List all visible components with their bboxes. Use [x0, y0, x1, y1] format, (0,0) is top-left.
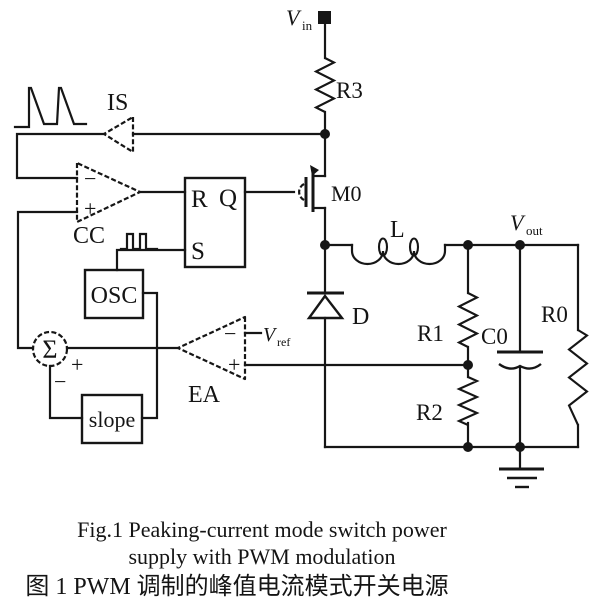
r3-label: R3	[336, 78, 363, 103]
sum-plus-sign: +	[71, 352, 83, 377]
osc-box	[83, 268, 145, 320]
resistor-r2: R2	[416, 376, 480, 426]
vin-terminal: V in	[286, 5, 331, 33]
junction-dot	[515, 240, 525, 250]
resistor-r0: R0	[541, 302, 589, 426]
m0-label: M0	[331, 181, 362, 206]
coil-curl	[408, 237, 420, 257]
wire	[16, 210, 79, 350]
junction-dot	[320, 240, 330, 250]
slope-box	[80, 393, 144, 445]
r2-label: R2	[416, 400, 443, 425]
gate-bubble	[298, 183, 305, 201]
rs-flipflop-box	[183, 176, 247, 269]
osc-block: OSC	[83, 268, 145, 320]
caption: Fig.1 Peaking-current mode switch power …	[25, 517, 448, 600]
slope-label: slope	[89, 407, 135, 432]
ea-plus-sign: +	[228, 352, 240, 377]
cc-minus-sign: −	[84, 166, 96, 191]
resistor-r3: R3	[313, 57, 363, 113]
ea-amplifier: − + EA V ref	[176, 315, 290, 408]
ff-r-label: R	[191, 186, 208, 213]
mosfet-m0: M0	[298, 165, 362, 212]
c0-label: C0	[481, 324, 508, 349]
diode-d: D	[306, 291, 369, 330]
sawtooth-waveform-icon	[13, 86, 88, 129]
junction-dot	[463, 360, 473, 370]
vout-terminal: V out	[510, 210, 543, 238]
wire	[115, 248, 187, 272]
vin-label: V	[286, 5, 302, 30]
r1-label: R1	[417, 321, 444, 346]
clock-pulse-icon	[119, 232, 159, 251]
caption-line-3: 图 1 PWM 调制的峰值电流模式开关电源	[25, 573, 448, 600]
vin-subscript: in	[302, 18, 313, 33]
ground-icon	[499, 467, 544, 489]
current-waveform-icon	[13, 86, 88, 129]
wire	[15, 132, 106, 180]
is-amplifier: IS	[102, 90, 135, 154]
cc-plus-sign: +	[84, 196, 96, 221]
ff-s-label: S	[191, 238, 205, 265]
summing-junction: Σ + −	[31, 330, 83, 394]
vin-terminal-square	[318, 11, 331, 24]
vout-label: V	[510, 210, 526, 235]
osc-label: OSC	[91, 283, 138, 309]
vref-label: V	[263, 324, 278, 346]
pulse-waveform-icon	[119, 232, 159, 251]
vout-subscript: out	[526, 223, 543, 238]
caption-line-1: Fig.1 Peaking-current mode switch power	[77, 517, 447, 542]
resistor-zigzag	[567, 329, 589, 426]
l-label: L	[390, 217, 405, 243]
sum-circle	[31, 330, 69, 368]
resistor-zigzag	[313, 57, 337, 113]
r0-label: R0	[541, 302, 568, 327]
junction-dot	[463, 240, 473, 250]
cap-plate-bottom	[498, 363, 542, 370]
mosfet-arrow	[310, 165, 319, 176]
rs-flipflop: R Q S	[183, 176, 247, 269]
coil-curl	[377, 237, 389, 257]
wire	[48, 364, 84, 420]
slope-block: slope	[80, 393, 144, 445]
resistor-zigzag	[456, 292, 480, 348]
caption-line-2: supply with PWM modulation	[128, 544, 395, 569]
d-label: D	[352, 304, 369, 330]
inductor-l: L	[350, 217, 447, 266]
ea-label: EA	[188, 382, 221, 408]
is-label: IS	[107, 90, 128, 116]
diode-triangle	[306, 293, 345, 320]
ff-q-label: Q	[219, 185, 237, 212]
ea-triangle	[176, 315, 247, 381]
inductor-coil	[350, 243, 447, 266]
junction-dot	[320, 129, 330, 139]
ea-minus-sign: −	[224, 321, 236, 346]
junction-dot	[515, 442, 525, 452]
sum-minus-sign: −	[54, 369, 66, 394]
vref-subscript: ref	[277, 335, 290, 349]
cc-triangle	[75, 161, 142, 224]
is-triangle	[102, 115, 135, 154]
junction-dots	[320, 129, 525, 452]
wire	[140, 291, 159, 420]
cc-comparator: − + CC	[73, 161, 142, 249]
resistor-zigzag	[456, 376, 480, 426]
cc-label: CC	[73, 223, 105, 249]
resistor-r1: R1	[417, 292, 480, 348]
junction-dot	[463, 442, 473, 452]
sigma-symbol: Σ	[42, 335, 57, 364]
capacitor-c0: C0	[481, 324, 543, 370]
